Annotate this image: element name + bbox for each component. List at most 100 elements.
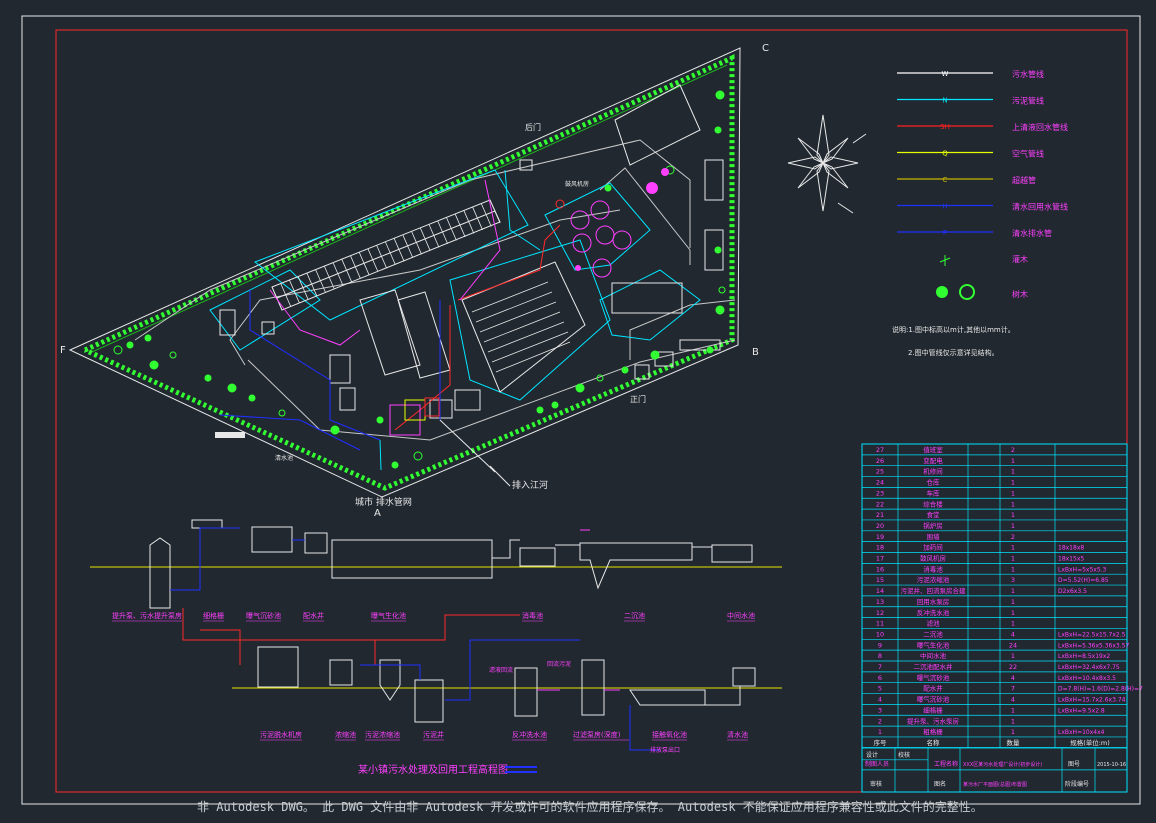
- bay-divider: [332, 262, 344, 286]
- hedge-line: [91, 64, 728, 353]
- table-cell-qty: 1: [1011, 479, 1015, 487]
- table-cell-qty: 22: [1009, 663, 1017, 671]
- table-cell-qty: 7: [1011, 685, 1015, 693]
- process-label: 浓缩池: [335, 730, 356, 739]
- process-label: 细格栅: [203, 611, 224, 620]
- table-cell-qty: 1: [1011, 457, 1015, 465]
- title-underline: [505, 766, 537, 768]
- title-block-label: 设计: [866, 751, 878, 759]
- table-cell-qty: 4: [1011, 674, 1015, 682]
- bay-divider: [280, 283, 292, 307]
- bay-divider: [437, 220, 449, 245]
- road: [134, 139, 691, 341]
- status-bar-warning: 非 Autodesk DWG。 此 DWG 文件由非 Autodesk 开发或许…: [197, 800, 983, 814]
- north-arrow: [787, 114, 867, 214]
- road: [629, 299, 736, 360]
- filter-house: [581, 659, 605, 716]
- table-cell-qty: 1: [1011, 522, 1015, 530]
- blower-room-label: 鼓风机房: [565, 180, 589, 188]
- tree-icon: [604, 184, 612, 192]
- table-cell-spec: LxBxH=15.7x2.6x3.74: [1058, 697, 1126, 704]
- outfall-label: 排入江河: [512, 479, 548, 491]
- bay-divider: [472, 206, 483, 231]
- table-cell-qty: 1: [1011, 468, 1015, 476]
- table-cell-name: 中间水池: [920, 651, 947, 660]
- legend-label: 污水管线: [1012, 69, 1044, 79]
- bay-divider: [289, 279, 300, 304]
- bay-divider: [297, 276, 309, 300]
- table-cell-qty: 1: [1011, 609, 1015, 617]
- legend-label: 清水排水管: [1012, 228, 1052, 238]
- bay-divider: [402, 234, 414, 258]
- process-label: 接触氧化池: [652, 730, 687, 739]
- distribution-well: [304, 532, 328, 554]
- table-cell-name: 粗格栅: [923, 727, 943, 736]
- table-cell-name: 鼓风机房: [920, 554, 946, 563]
- bay-divider: [411, 231, 422, 255]
- table-cell-spec: D2x6x3.5: [1058, 588, 1087, 595]
- process-label: 污泥井: [423, 730, 444, 739]
- table-header: 名称: [927, 738, 941, 747]
- legend-mark: C: [943, 176, 948, 184]
- flower-icon: [661, 168, 669, 176]
- table-cell-no: 25: [876, 468, 884, 476]
- table-cell-no: 24: [876, 479, 884, 487]
- table-cell-name: 综合楼: [923, 499, 943, 508]
- disinfection-tank: [519, 547, 556, 567]
- table-cell-name: 曝气沉砂池: [917, 673, 950, 682]
- tree-icon: [596, 374, 604, 382]
- table-cell-qty: 1: [1011, 489, 1015, 497]
- table-cell-no: 20: [876, 522, 884, 530]
- tree-icon: [718, 286, 726, 294]
- title-block-date: 2015-10-16: [1097, 762, 1126, 768]
- legend-label: 上清液回水管线: [1012, 122, 1068, 132]
- bay-divider: [367, 248, 379, 272]
- bay-divider: [463, 210, 475, 234]
- table-cell-name: 仓库: [927, 478, 941, 487]
- table-cell-name: 提升泵、污水泵房: [907, 716, 959, 725]
- title-underline: [505, 771, 537, 773]
- table-cell-name: 细格栅: [923, 705, 943, 714]
- title-block-label: 图名: [934, 780, 946, 788]
- tree-icon: [715, 90, 725, 100]
- table-cell-no: 8: [878, 652, 882, 660]
- note-line-1: 说明:1.图中标高以m计,其他以mm计。: [892, 325, 1015, 334]
- legend-mark: SH: [940, 123, 950, 131]
- corner-a: A: [374, 508, 381, 519]
- aeration-tank-center: [276, 210, 496, 299]
- scale-bar: [215, 432, 245, 438]
- table-cell-no: 10: [876, 630, 884, 638]
- legend-mark: W: [942, 70, 949, 78]
- yard-enclosure: [599, 269, 701, 341]
- bay-divider: [419, 227, 431, 251]
- table-cell-name: 曝气沉砂池: [917, 695, 950, 704]
- tree-icon: [169, 351, 177, 359]
- legend-label: 污泥管线: [1012, 96, 1044, 106]
- table-cell-no: 19: [876, 533, 884, 541]
- sewer-label: 城市 排水管网: [355, 496, 412, 508]
- table-cell-spec: D=7.8(H)=1.6(D)=2.8(H)=7: [1058, 686, 1143, 693]
- table-cell-spec: LxBxH=22.5x15.7x2.5: [1058, 631, 1126, 638]
- table-cell-no: 13: [876, 598, 884, 606]
- main-gate-label: 正门: [630, 394, 646, 404]
- legend-label: 超越管: [1012, 175, 1036, 185]
- table-cell-qty: 4: [1011, 696, 1015, 704]
- flower-icon: [575, 265, 581, 271]
- table-cell-qty: 1: [1011, 565, 1015, 573]
- table-cell-name: 二沉池: [923, 629, 943, 638]
- tree-icon: [714, 126, 722, 134]
- legend-mark: H: [942, 203, 947, 211]
- note-line-2: 2.图中管线仅示意详见结构。: [908, 348, 999, 357]
- table-cell-name: 曝气生化池: [917, 640, 950, 649]
- tree-icon: [706, 346, 714, 354]
- tree-icon: [575, 383, 585, 393]
- table-cell-name: 滤池: [927, 619, 941, 628]
- legend-label: 空气管线: [1012, 149, 1044, 159]
- legend-tree-label: 树木: [1012, 289, 1028, 299]
- inlet-works: [389, 397, 440, 436]
- contact-oxidation: [629, 689, 706, 706]
- corner-b: B: [752, 347, 759, 358]
- bay-divider: [350, 255, 361, 279]
- table-cell-qty: 1: [1011, 652, 1015, 660]
